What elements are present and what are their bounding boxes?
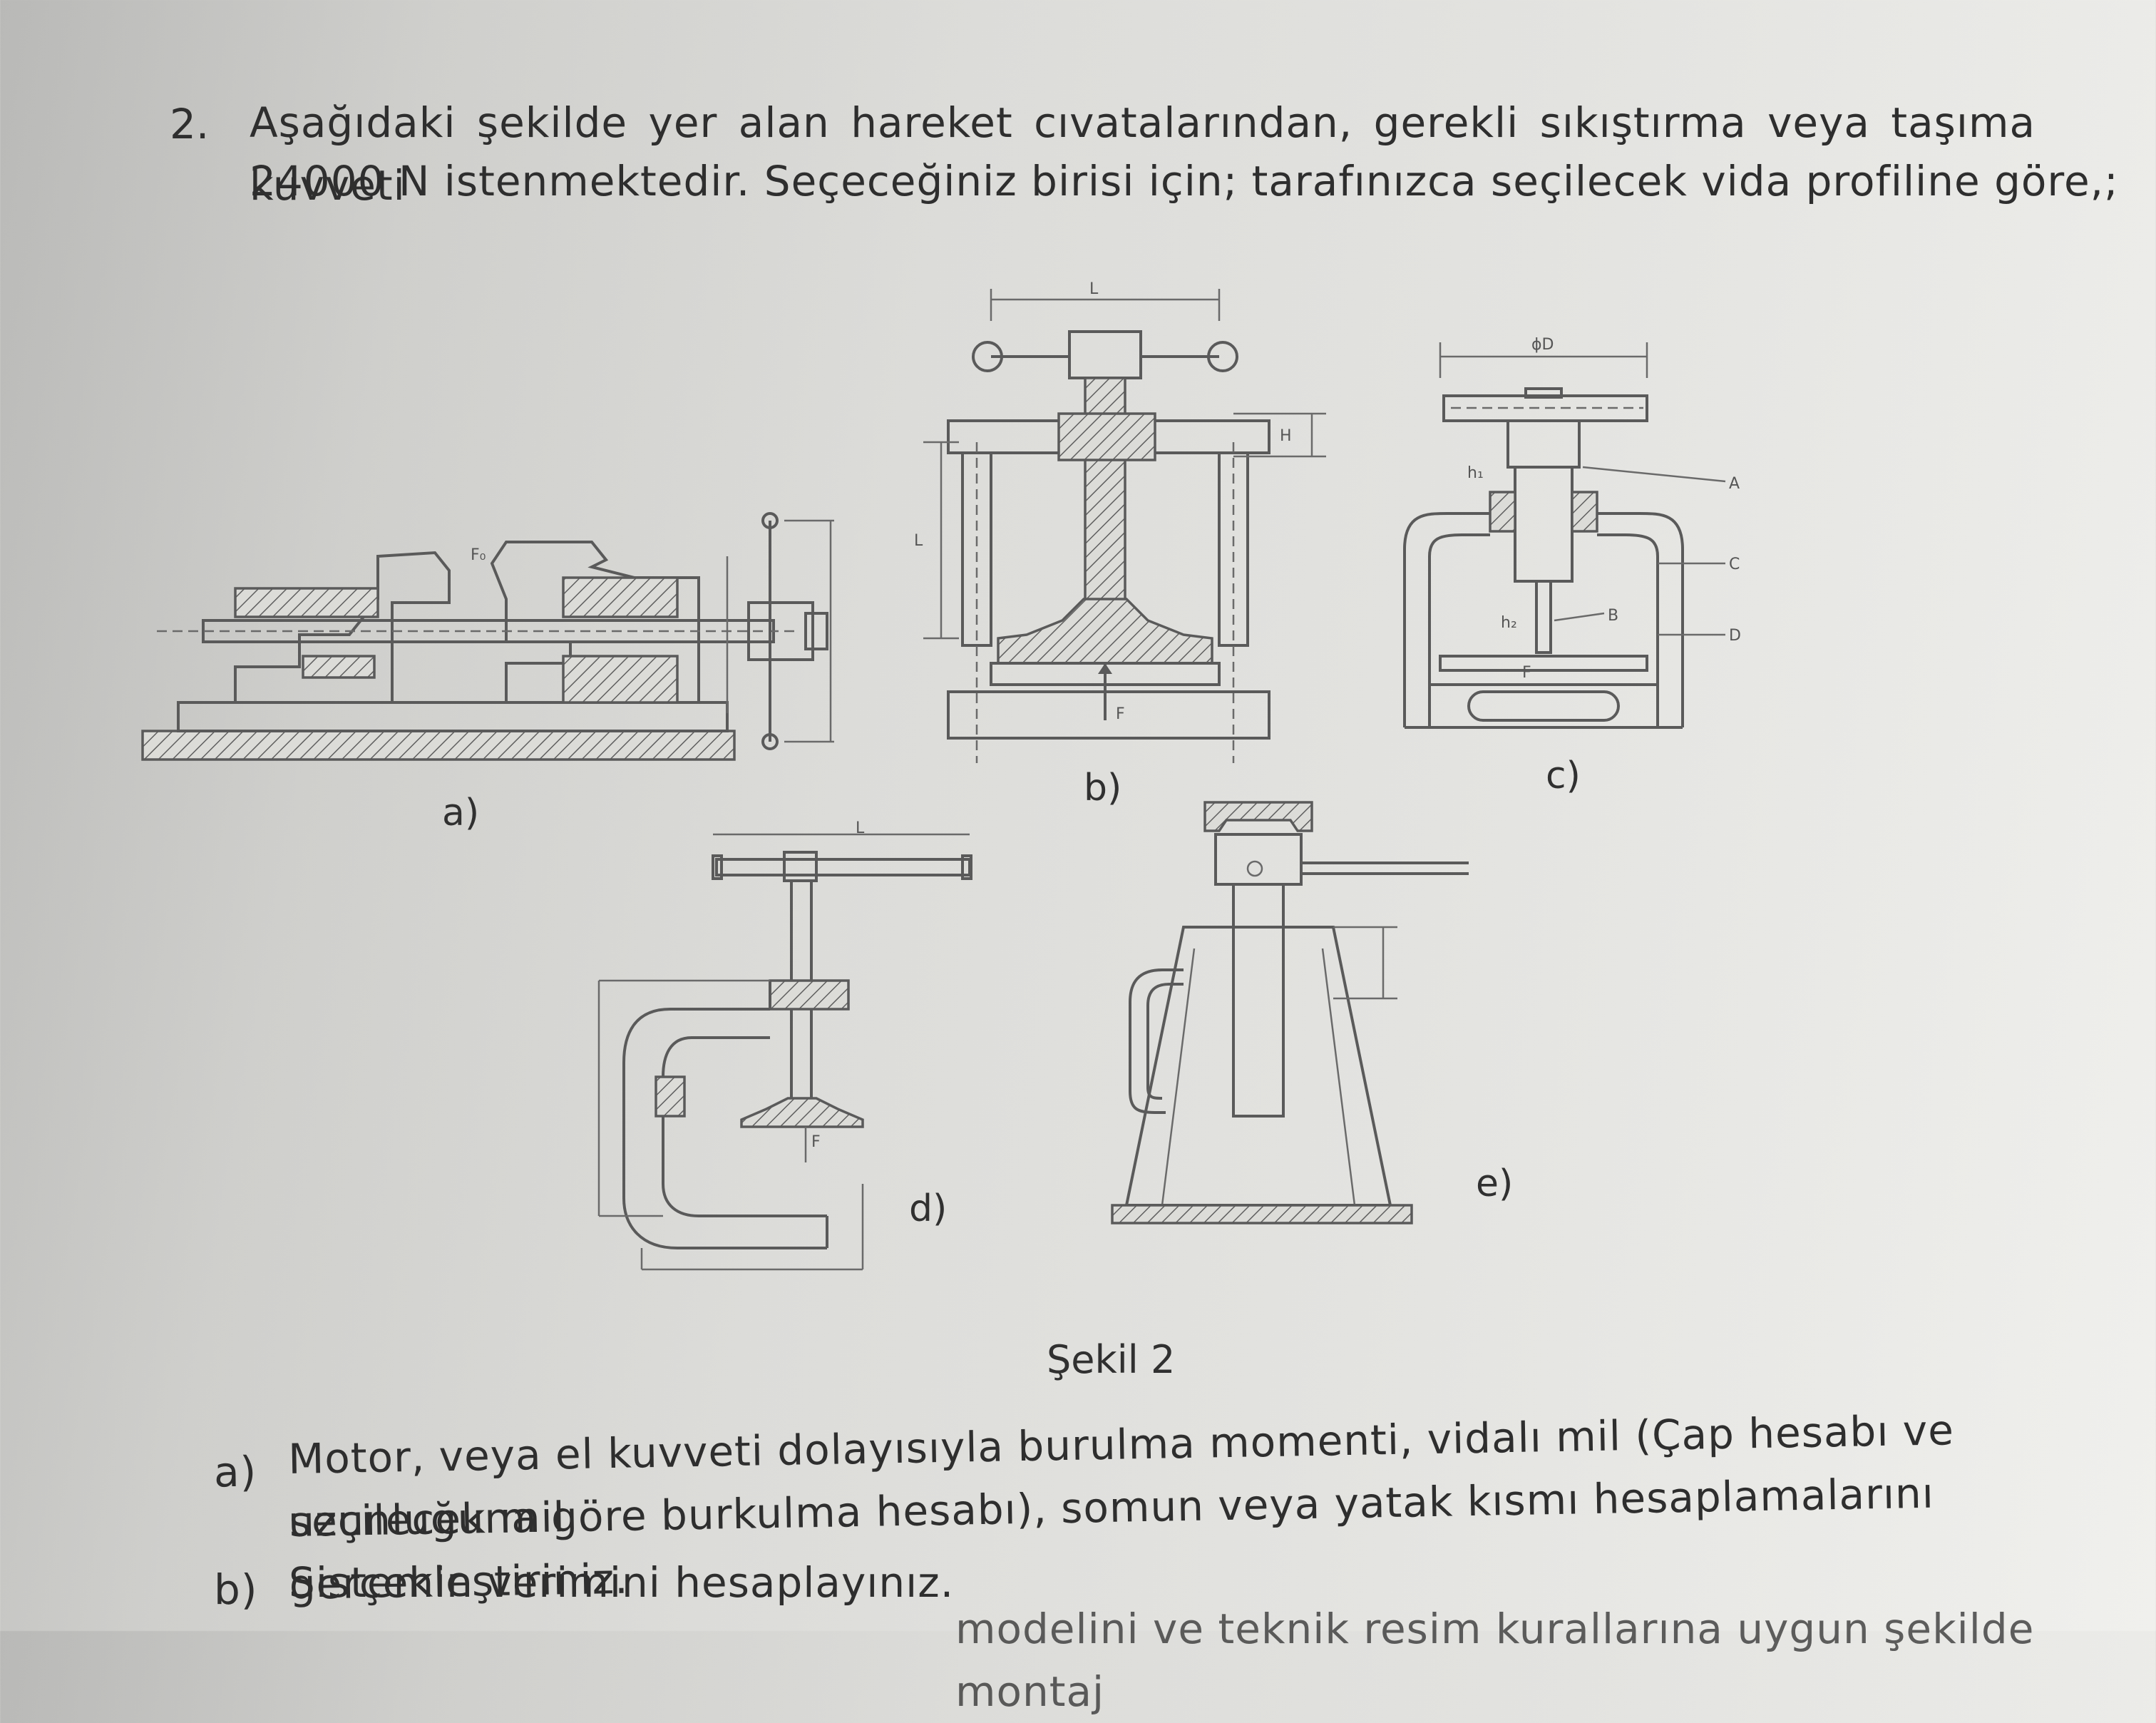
- b-L-top-label: L: [1089, 280, 1099, 298]
- item-b-letter: b): [214, 1565, 258, 1614]
- b-F-label: F: [1116, 705, 1125, 723]
- figure-b-label: b): [1084, 767, 1122, 809]
- c-h1-label: h₁: [1467, 464, 1484, 482]
- figure-d-c-clamp-drawing: L F: [597, 819, 972, 1271]
- c-D-label: ϕD: [1531, 336, 1554, 354]
- figure-b-press-drawing: L F L H: [914, 280, 1326, 763]
- item-c-partial-line: modelini ve teknik resim kurallarına uyg…: [955, 1605, 2035, 1716]
- figure-c-label: c): [1546, 755, 1581, 797]
- c-F-label: F: [1522, 664, 1531, 682]
- figure-a-vise-drawing: F₀: [141, 512, 834, 761]
- item-b-line-1: Sistemin verimini hesaplayınız.: [289, 1558, 955, 1607]
- d-F-label: F: [811, 1133, 821, 1151]
- c-h2-label: h₂: [1501, 614, 1517, 632]
- question-number: 2.: [170, 100, 210, 148]
- figure-e-jack-stand-drawing: [1111, 801, 1469, 1224]
- c-A-label: A: [1729, 475, 1740, 493]
- figure-caption: Şekil 2: [1047, 1337, 1176, 1382]
- c-C-label: C: [1729, 556, 1740, 573]
- c-D2-label: D: [1729, 627, 1741, 645]
- figure-c-screw-jack-drawing: ϕD A C B D h₁ h₂ F: [1403, 336, 1741, 729]
- c-B-label: B: [1608, 607, 1618, 625]
- b-L-side-label: L: [914, 532, 923, 550]
- b-H-label: H: [1280, 427, 1292, 445]
- item-a-letter: a): [213, 1447, 257, 1497]
- figure-a-label: a): [442, 792, 480, 834]
- question-line-2: 24000 N istenmektedir. Seçeceğiniz biris…: [250, 157, 2119, 205]
- d-L-label: L: [856, 819, 865, 837]
- figure-e-label: e): [1476, 1162, 1514, 1205]
- a-force-label: F₀: [471, 546, 486, 564]
- question-line-1: Aşağıdaki şekilde yer alan hareket cıvat…: [250, 98, 2036, 210]
- figure-d-label: d): [909, 1187, 948, 1230]
